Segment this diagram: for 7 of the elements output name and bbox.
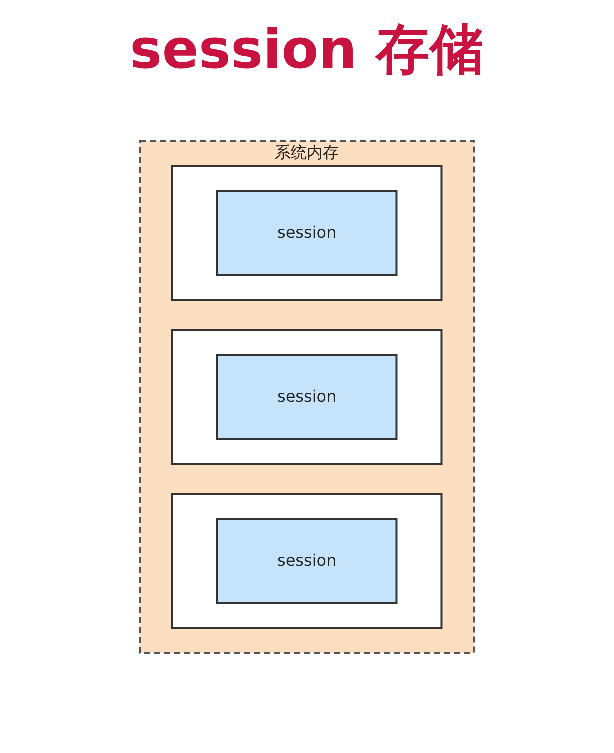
cluster: [171, 493, 443, 629]
cluster: [171, 329, 443, 465]
node-box: session: [216, 354, 398, 440]
node-box: session: [216, 518, 398, 604]
cluster: [171, 165, 443, 301]
diagram-title: session 存储: [129, 17, 485, 83]
node-box: session: [216, 190, 398, 276]
